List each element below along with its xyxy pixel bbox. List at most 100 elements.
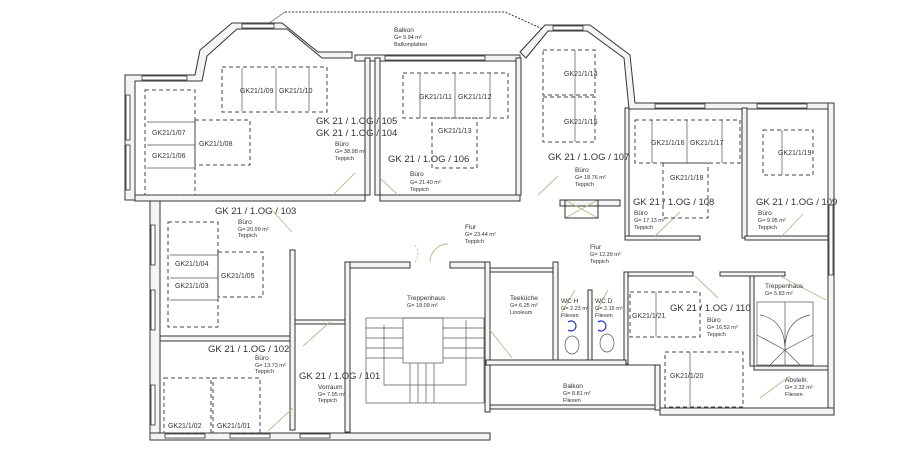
- room-area: G= 13.73 m²: [255, 363, 286, 369]
- room-floor: Teppich: [255, 369, 274, 375]
- room-107: GK 21 / 1.OG / 107 Büro G= 18.76 m² Tepp…: [548, 152, 629, 188]
- balcony-top: Balkon G= 9.94 m² Balkonplatten: [394, 27, 427, 48]
- windows: [125, 23, 834, 439]
- room-use: Flur: [590, 244, 602, 251]
- room-use: Büro: [410, 171, 424, 178]
- room-use: Büro: [634, 210, 648, 217]
- workstation-label: GK21/1/17: [690, 140, 724, 147]
- room-floor: Teppich: [335, 156, 354, 162]
- room-use: Büro: [335, 141, 349, 148]
- corridor-2: Flur G= 12.39 m² Teppich: [590, 244, 621, 265]
- workstation-labels: GK21/1/01 GK21/1/02 GK21/1/03 GK21/1/04 …: [152, 71, 812, 430]
- room-area: G= 6.25 m²: [510, 303, 538, 309]
- room-id: GK 21 / 1.OG / 110: [670, 303, 751, 314]
- room-101: GK 21 / 1.OG / 101 Vorraum G= 7.95 m² Te…: [299, 371, 380, 404]
- room-use: Büro: [707, 317, 721, 324]
- room-floor: Balkonplatten: [394, 42, 427, 48]
- room-use: Balkon: [563, 383, 583, 390]
- room-104-105: GK 21 / 1.OG / 105 GK 21 / 1.OG / 104 Bü…: [316, 116, 397, 162]
- wc-women: WC D G= 2.15 m² Fliesen: [595, 298, 623, 319]
- small-staircase: [756, 301, 814, 366]
- room-use: Vorraum: [318, 384, 343, 391]
- room-id: GK 21 / 1.OG / 106: [388, 154, 469, 165]
- workstation-label: GK21/1/10: [279, 88, 313, 95]
- toilets: [564, 320, 615, 355]
- room-floor: Teppich: [634, 225, 653, 231]
- room-use: Abstellr.: [785, 377, 808, 384]
- workstation-label: GK21/1/01: [217, 423, 251, 430]
- workstation-label: GK21/1/12: [458, 94, 492, 101]
- room-use: Büro: [575, 167, 589, 174]
- workstation-zones: [144, 49, 814, 434]
- room-106: GK 21 / 1.OG / 106 Büro G= 21.40 m² Tepp…: [388, 154, 469, 193]
- room-use: Büro: [758, 210, 772, 217]
- room-110: GK 21 / 1.OG / 110 Büro G= 16.52 m² Tepp…: [670, 303, 751, 338]
- workstation-label: GK21/1/07: [152, 130, 186, 137]
- room-floor: Fliesen: [563, 398, 581, 404]
- room-108: GK 21 / 1.OG / 108 Büro G= 17.13 m² Tepp…: [633, 197, 714, 231]
- tea-kitchen: Teeküche G= 6.25 m² Linoleum: [510, 295, 538, 316]
- room-use: Teeküche: [510, 295, 538, 302]
- room-floor: Teppich: [707, 332, 726, 338]
- room-floor: Teppich: [758, 225, 777, 231]
- room-floor: Teppich: [575, 182, 594, 188]
- room-use: WC D: [595, 298, 613, 305]
- staircase-2: Treppenhaus G= 5.83 m²: [765, 283, 804, 297]
- corridor-1: Flur G= 23.44 m² Teppich: [465, 224, 496, 245]
- workstation-label: GK21/1/21: [632, 313, 666, 320]
- workstation-label: GK21/1/14: [564, 71, 598, 78]
- room-labels: GK 21 / 1.OG / 105 GK 21 / 1.OG / 104 Bü…: [208, 27, 837, 404]
- room-id: GK 21 / 1.OG / 102: [208, 344, 289, 355]
- room-area: G= 23.44 m²: [465, 232, 496, 238]
- room-floor: Fliesen: [785, 392, 803, 398]
- workstation-label: GK21/1/20: [670, 373, 704, 380]
- room-area: G= 7.95 m²: [318, 392, 346, 398]
- interior-walls: [134, 57, 829, 433]
- workstation-label: GK21/1/04: [175, 261, 209, 268]
- room-area: G= 9.95 m²: [758, 218, 786, 224]
- workstation-label: GK21/1/18: [670, 175, 704, 182]
- wc-men: WC H G= 2.23 m² Fliesen: [561, 298, 589, 319]
- room-area: G= 5.83 m²: [765, 291, 793, 297]
- room-use: Treppenhaus: [407, 295, 446, 302]
- room-floor: Fliesen: [561, 313, 579, 319]
- workstation-label: GK21/1/13: [438, 128, 472, 135]
- room-area: G= 18.76 m²: [575, 175, 606, 181]
- workstation-label: GK21/1/15: [564, 119, 598, 126]
- room-area: G= 2.15 m²: [595, 306, 623, 312]
- room-floor: Teppich: [590, 259, 609, 265]
- room-id: GK 21 / 1.OG / 107: [548, 152, 629, 163]
- room-area: G= 9.94 m²: [394, 35, 422, 41]
- wc-symbol-icon: [567, 320, 607, 332]
- room-use: Büro: [238, 219, 252, 226]
- room-area: G= 20.99 m²: [238, 227, 269, 233]
- room-id: GK 21 / 1.OG / 103: [215, 206, 296, 217]
- room-102: GK 21 / 1.OG / 102 Büro G= 13.73 m² Tepp…: [208, 344, 289, 375]
- room-109: GK 21 / 1.OG / 109 Büro G= 9.95 m² Teppi…: [756, 197, 837, 231]
- room-area: G= 2.23 m²: [561, 306, 589, 312]
- room-103: GK 21 / 1.OG / 103 Büro G= 20.99 m² Tepp…: [215, 206, 296, 239]
- room-floor: Linoleum: [510, 310, 533, 316]
- workstation-label: GK21/1/03: [175, 283, 209, 290]
- room-floor: Teppich: [465, 239, 484, 245]
- room-use: WC H: [561, 298, 579, 305]
- room-use: Balkon: [394, 27, 414, 34]
- room-area: G= 21.40 m²: [410, 180, 441, 186]
- room-area: G= 38.98 m²: [335, 149, 366, 155]
- workstation-label: GK21/1/19: [778, 150, 812, 157]
- room-id: GK 21 / 1.OG / 101: [299, 371, 380, 382]
- workstation-label: GK21/1/11: [419, 94, 452, 101]
- room-floor: Teppich: [410, 187, 429, 193]
- workstation-label: GK21/1/05: [221, 273, 255, 280]
- room-area: G= 12.39 m²: [590, 252, 621, 258]
- room-floor: Teppich: [238, 233, 257, 239]
- room-use: Büro: [255, 355, 269, 362]
- balcony-bottom: Balkon G= 8.81 m² Fliesen: [563, 383, 591, 404]
- workstation-label: GK21/1/09: [240, 88, 274, 95]
- room-area: G= 16.52 m²: [707, 325, 738, 331]
- workstation-label: GK21/1/06: [152, 153, 186, 160]
- doors: [267, 172, 827, 432]
- storage-room: Abstellr. G= 2.32 m² Fliesen: [785, 377, 813, 398]
- room-area: G= 18.09 m²: [407, 303, 438, 309]
